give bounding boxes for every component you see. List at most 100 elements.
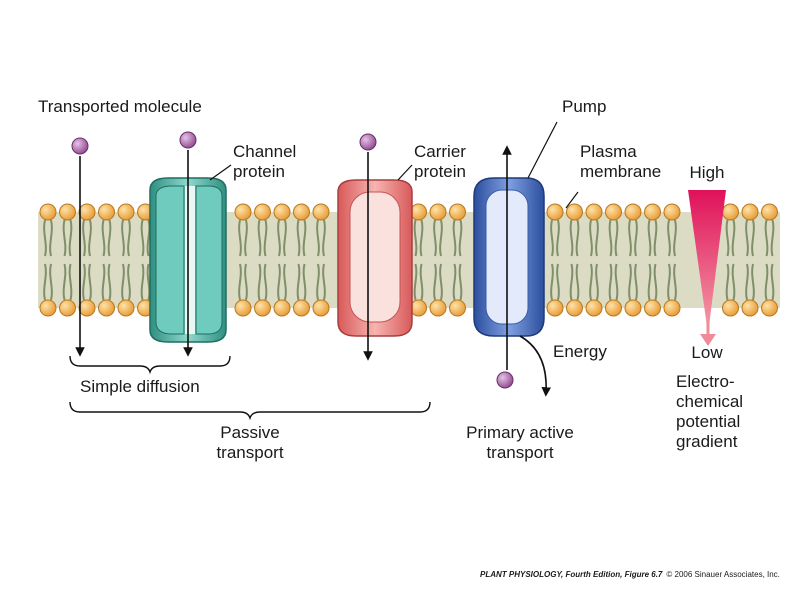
lipid-tail: [302, 263, 307, 301]
lipid-tail: [458, 263, 463, 301]
lipid-tail: [667, 219, 671, 257]
lipid-tail: [413, 263, 418, 301]
lipid-head: [117, 203, 135, 221]
lipid-heads: [39, 203, 778, 317]
lipid-head: [234, 203, 252, 221]
energy-arrow: [519, 335, 552, 397]
lipid-tail: [556, 219, 560, 257]
molecule-pump: [496, 371, 514, 389]
lipid-tail: [550, 263, 554, 301]
lipid-head: [663, 299, 681, 317]
lipid-tail: [244, 219, 248, 257]
credit-copyright: © 2006 Sinauer Associates, Inc.: [666, 570, 780, 579]
lipid-tail: [452, 263, 457, 301]
lipid-tail: [146, 219, 151, 257]
lipid-tail: [569, 219, 574, 257]
lipid-head: [605, 203, 622, 221]
lipid-head: [566, 299, 583, 317]
molecule-channel: [179, 131, 197, 149]
lipid-tail: [653, 263, 658, 301]
lipid-tail: [82, 263, 86, 301]
lipid-tail: [296, 263, 301, 301]
lipid-tail: [556, 263, 560, 301]
lipid-tail: [433, 219, 437, 257]
lipid-head: [566, 203, 583, 221]
lipid-tail: [277, 219, 281, 257]
lipid-tail: [322, 263, 326, 301]
lipid-head: [624, 203, 642, 221]
lipid-head: [39, 299, 57, 317]
lipid-tail: [770, 219, 775, 257]
lipid-tail: [647, 219, 652, 257]
lipid-head: [293, 203, 310, 221]
lipid-head: [293, 299, 310, 317]
lipid-tail: [283, 263, 287, 301]
lipid-tail: [146, 263, 151, 301]
lipid-tail: [244, 263, 248, 301]
lipid-head: [98, 299, 115, 317]
lipid-tail: [82, 219, 86, 257]
credit-title: PLANT PHYSIOLOGY, Fourth Edition, Figure…: [480, 570, 663, 579]
lipid-tail: [263, 263, 268, 301]
lipid-tail: [62, 219, 67, 257]
lipid-tail: [257, 263, 262, 301]
lipid-tail: [296, 219, 301, 257]
lipid-tail: [575, 219, 580, 257]
carrier-protein-shape: [337, 179, 413, 337]
lipid-tail: [107, 263, 112, 301]
molecule-simple-diffusion: [71, 137, 89, 155]
lipid-tails: [43, 219, 775, 301]
label-passive-line1: Passive: [220, 423, 280, 442]
label-energy: Energy: [553, 342, 607, 361]
lipid-tail: [745, 219, 749, 257]
lipid-tail: [140, 219, 145, 257]
lipid-tail: [127, 219, 131, 257]
lipid-tail: [751, 219, 755, 257]
lipid-head: [449, 203, 466, 221]
lipid-head: [410, 299, 427, 317]
lipid-tail: [608, 219, 613, 257]
lipid-tail: [88, 219, 92, 257]
lipid-tail: [608, 263, 613, 301]
lipid-tail: [458, 219, 463, 257]
label-membrane-line2: membrane: [580, 162, 661, 181]
lipid-tail: [628, 219, 632, 257]
lipid-tail: [647, 263, 652, 301]
lipid-tail: [673, 219, 677, 257]
lipid-head: [254, 203, 271, 221]
lipid-tail: [49, 219, 53, 257]
lipid-head: [254, 299, 271, 317]
lipid-tail: [88, 263, 92, 301]
lipid-tail: [257, 219, 262, 257]
lipid-head: [273, 299, 291, 317]
lipid-tail: [589, 263, 593, 301]
brace-simple-diffusion: [69, 355, 231, 375]
lipid-head: [312, 203, 330, 221]
lipid-tail: [745, 263, 749, 301]
label-membrane-line1: Plasma: [580, 142, 637, 161]
label-carrier-line2: protein: [414, 162, 466, 181]
lipid-head: [722, 299, 739, 317]
lipid-head: [98, 203, 115, 221]
lipid-tail: [725, 219, 730, 257]
lipid-head: [761, 203, 778, 221]
lipid-tail: [62, 263, 67, 301]
lipid-tail: [101, 219, 106, 257]
lipid-head: [429, 299, 447, 317]
lipid-tail: [595, 263, 599, 301]
leader-carrier: [397, 164, 413, 181]
lipid-head: [429, 203, 447, 221]
lipid-tail: [589, 219, 593, 257]
lipid-tail: [302, 219, 307, 257]
label-gradient-line2: chemical: [676, 392, 743, 411]
lipid-tail: [628, 263, 632, 301]
lipid-tail: [419, 219, 424, 257]
label-channel-line1: Channel: [233, 142, 296, 161]
lipid-tail: [49, 263, 53, 301]
lipid-tail: [614, 263, 619, 301]
lipid-head: [605, 299, 622, 317]
lipid-tail: [731, 219, 736, 257]
lipid-head: [273, 203, 291, 221]
lipid-head: [410, 203, 427, 221]
